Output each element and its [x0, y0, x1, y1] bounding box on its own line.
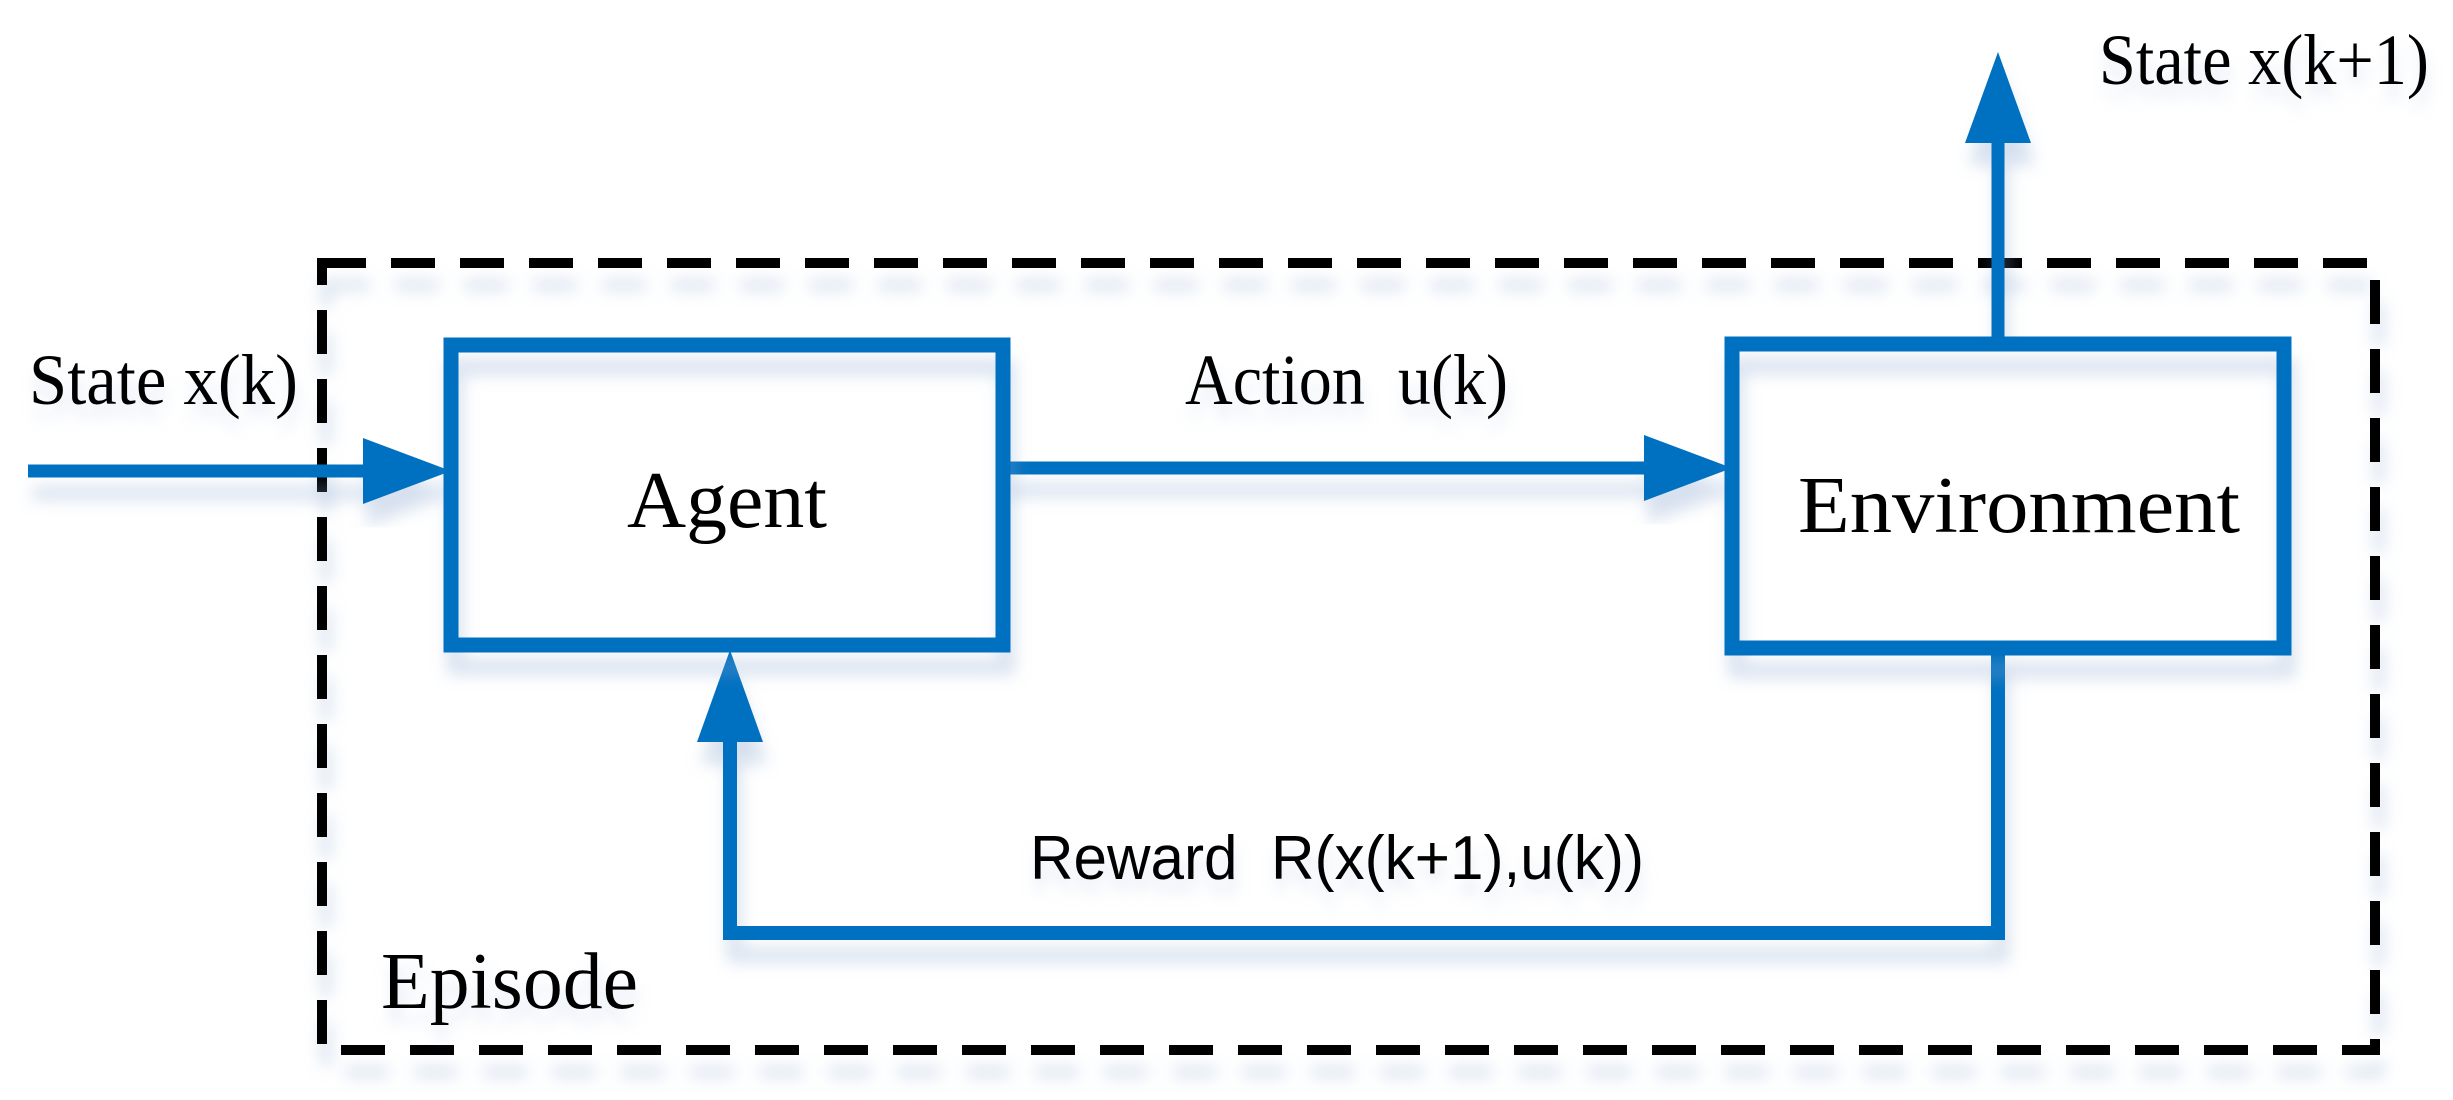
episode-label: Episode	[381, 938, 638, 1026]
reward-arrow-line	[723, 650, 2005, 940]
episode-dashed-border	[317, 258, 2380, 1055]
action-label: Action u(k)	[1185, 340, 1508, 420]
state-in-arrow	[28, 438, 451, 504]
environment-box: Environment	[1724, 336, 2292, 656]
agent-box-border	[443, 337, 1011, 653]
action-arrow	[1003, 435, 1732, 501]
reward-label: Reward R(x(k+1),u(k))	[1030, 824, 1644, 893]
action-arrowhead-icon	[1644, 435, 1732, 501]
agent-box-label: Agent	[627, 457, 827, 545]
agent-box-fill	[451, 345, 1003, 645]
environment-box-fill	[1732, 344, 2284, 648]
environment-box-border	[1724, 336, 2292, 656]
state-out-arrow	[1965, 52, 2031, 348]
state-in-label: State x(k)	[29, 340, 298, 420]
state-out-arrowhead-icon	[1965, 52, 2031, 143]
reward-arrow	[697, 650, 2005, 940]
reward-arrowhead-icon	[697, 650, 763, 742]
agent-box: Agent	[443, 337, 1011, 653]
environment-box-label: Environment	[1798, 462, 2240, 550]
state-out-label: State x(k+1)	[2099, 20, 2429, 100]
state-in-arrowhead-icon	[363, 438, 451, 504]
